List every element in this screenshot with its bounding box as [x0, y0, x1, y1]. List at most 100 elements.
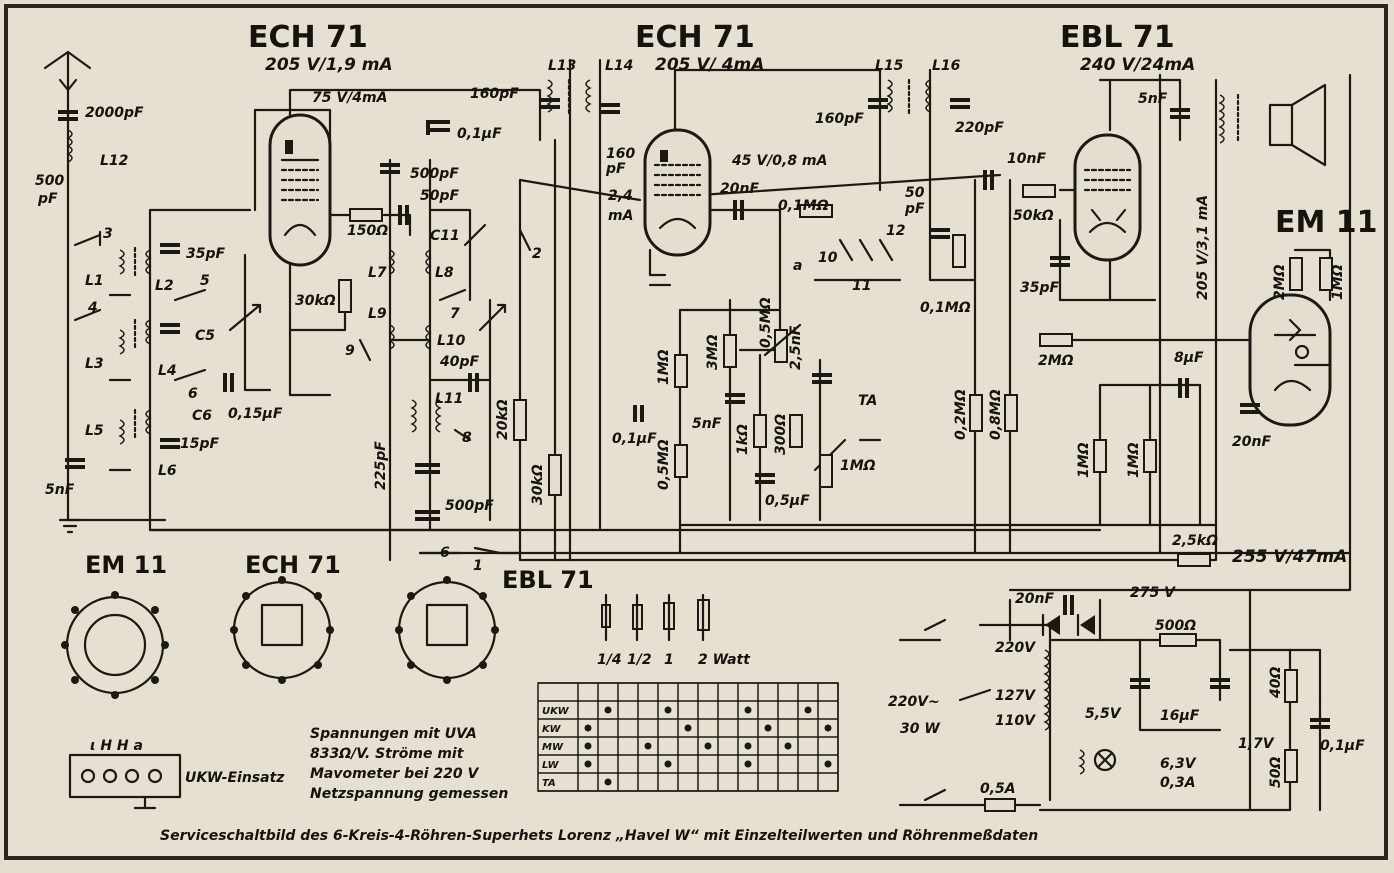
socket-label-em11: EM 11	[85, 551, 167, 579]
label-l13: L13	[548, 58, 576, 74]
table-mark	[684, 724, 692, 732]
table-mark	[744, 742, 752, 750]
tube-label-ech71-2: ECH 71	[635, 20, 755, 55]
tube-ech71-1	[268, 113, 332, 267]
label-w30: 30 W	[900, 721, 940, 737]
label-c40: 40pF	[439, 354, 480, 370]
label-l1: L1	[85, 273, 104, 289]
label-l6: L6	[158, 463, 177, 479]
note-line-4: Netzspannung gemessen	[310, 786, 508, 802]
label-c50pf: 50pF	[420, 188, 460, 204]
label-a: a	[793, 258, 802, 274]
label-l4: L4	[158, 363, 177, 379]
tube-ech71-2	[643, 128, 712, 257]
label-l10: L10	[437, 333, 466, 349]
table-row-label: TA	[542, 778, 556, 789]
coils	[66, 79, 1225, 775]
label-c11: C11	[430, 228, 460, 244]
measurement-notes: Spannungen mit UVA 833Ω/V. Ströme mit Ma…	[310, 726, 508, 802]
label-f05: 0,5A	[980, 781, 1016, 797]
socket-label-ebl71: EBL 71	[502, 566, 594, 594]
label-r01m: 0,1MΩ	[778, 198, 829, 214]
label-c160a: 160pF	[470, 86, 519, 102]
label-r30k2: 30kΩ	[530, 464, 546, 505]
table-mark	[784, 742, 792, 750]
label-p2: 1/2	[627, 652, 652, 668]
tube-label-ebl71: EBL 71	[1060, 20, 1175, 55]
table-mark	[644, 742, 652, 750]
label-r1m3: 1MΩ	[1330, 264, 1346, 300]
tube-sub-1: 75 V/4mA	[312, 90, 387, 106]
table-mark	[584, 724, 592, 732]
table-mark	[584, 760, 592, 768]
label-n5: 5	[200, 273, 210, 289]
table-mark	[664, 760, 672, 768]
tube-rating-ebl71: 240 V/24mA	[1080, 55, 1195, 75]
label-c01b: 0,1µF	[612, 431, 657, 447]
label-r1k: 1kΩ	[735, 424, 751, 455]
label-p4: 2 Watt	[698, 652, 751, 668]
label-c10n: 10nF	[1007, 151, 1046, 167]
label-c500pf: 500pF	[410, 166, 459, 182]
label-r02m: 0,2MΩ	[953, 389, 969, 440]
label-n2: 2	[532, 246, 542, 262]
table-mark	[604, 706, 612, 714]
table-mark	[744, 760, 752, 768]
note-line-1: Spannungen mit UVA	[310, 726, 477, 742]
ukw-pins: ι H H a	[90, 738, 143, 754]
label-c35: 35pF	[186, 246, 226, 262]
label-l12: L12	[100, 153, 128, 169]
socket-ech71	[230, 576, 334, 684]
label-c5nf2: 5nF	[692, 416, 722, 432]
label-c2000: 2000pF	[85, 105, 144, 121]
tube-em11	[1248, 293, 1332, 427]
label-c05: 0,5µF	[765, 493, 810, 509]
label-r3m: 3MΩ	[705, 334, 721, 370]
table-mark	[824, 724, 832, 732]
table-mark	[604, 778, 612, 786]
label-c01c: 0,1µF	[1320, 738, 1365, 754]
table-mark	[704, 742, 712, 750]
label-l7: L7	[368, 265, 387, 281]
label-l11: L11	[435, 391, 463, 407]
label-v110: 110V	[995, 713, 1036, 729]
label-v220: 220V	[995, 640, 1036, 656]
socket-ebl71	[395, 576, 499, 684]
ground-symbols	[58, 283, 882, 534]
table-mark	[744, 706, 752, 714]
label-n6b: 6	[440, 545, 450, 561]
table-row-label: LW	[542, 760, 560, 771]
label-c6: C6	[192, 408, 212, 424]
label-r500: 500Ω	[1155, 618, 1196, 634]
label-v220in: 220V~	[888, 694, 940, 710]
label-i24u: mA	[608, 208, 633, 224]
label-ta: TA	[858, 393, 877, 409]
table-mark	[584, 742, 592, 750]
label-r50k: 50kΩ	[1013, 208, 1054, 224]
label-r2m2: 2MΩ	[1272, 264, 1288, 300]
label-r50: 50Ω	[1268, 757, 1284, 788]
label-v255: 255 V/47mA	[1232, 547, 1347, 567]
label-c16: 16µF	[1160, 708, 1200, 724]
label-l15: L15	[875, 58, 904, 74]
label-c500a: 500	[35, 173, 64, 189]
tube-sub-2: 45 V/0,8 mA	[731, 153, 827, 169]
label-c20nf2: 20nF	[1232, 434, 1271, 450]
table-mark	[804, 706, 812, 714]
label-r01m2: 0,1MΩ	[920, 300, 971, 316]
label-c8: 8µF	[1174, 350, 1204, 366]
label-v17: 1,7V	[1238, 736, 1275, 752]
loudspeaker	[1268, 83, 1327, 167]
dial-lamp	[1093, 748, 1117, 772]
table-row-label: MW	[542, 742, 564, 753]
table-mark	[764, 724, 772, 732]
label-c160b: 160	[606, 146, 635, 162]
label-p3: 1	[664, 652, 674, 668]
label-c35pf2: 35pF	[1020, 280, 1060, 296]
label-i24: 2,4	[608, 188, 633, 204]
label-n4: 4	[87, 300, 98, 316]
label-c5nf3: 5nF	[1138, 91, 1168, 107]
label-c5n: 5nF	[45, 482, 75, 498]
